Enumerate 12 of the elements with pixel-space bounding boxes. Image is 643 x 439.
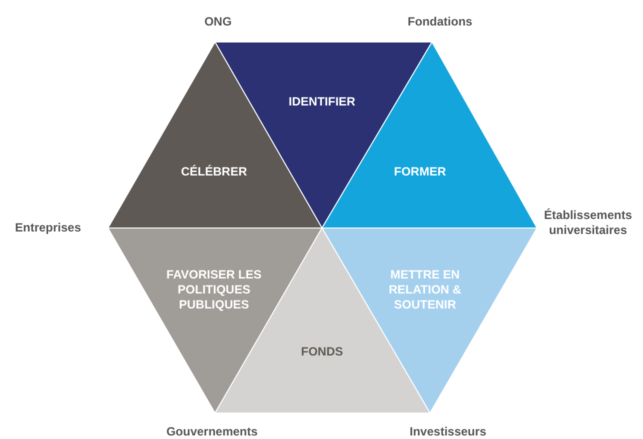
segment-label: FORMER (393, 164, 447, 180)
stakeholder-label: Établissements universitaires (542, 208, 634, 238)
stakeholder-label: Entreprises (14, 220, 82, 236)
segment-label: FONDS (300, 344, 344, 360)
segment-label: IDENTIFIER (288, 94, 356, 110)
stakeholder-label: Investisseurs (410, 424, 486, 439)
segment-label: METTRE EN RELATION & SOUTENIR (388, 268, 462, 312)
stakeholder-label: ONG (204, 14, 232, 30)
stakeholder-label: Gouvernements (166, 424, 258, 439)
segment-label: FAVORISER LES POLITIQUES PUBLIQUES (165, 268, 263, 312)
segment-label: CÉLÉBRER (180, 164, 248, 180)
stakeholder-label: Fondations (408, 14, 472, 30)
